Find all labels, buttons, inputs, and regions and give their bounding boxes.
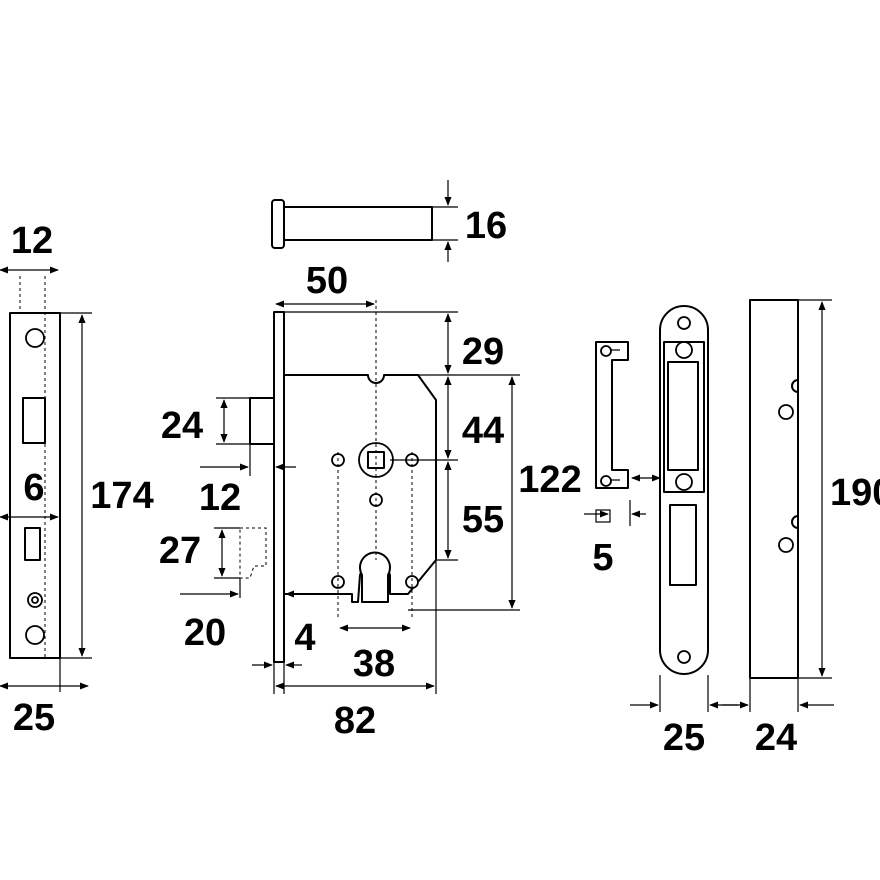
dim-centres: 55 (462, 499, 504, 541)
spindle (271, 199, 433, 249)
cylinder-keyhole-icon (359, 551, 391, 603)
latch-slot (22, 397, 46, 444)
forend-plate (9, 276, 61, 659)
dim-case-depth: 82 (334, 700, 376, 742)
dim-striker-box-width: 24 (755, 717, 797, 759)
strike-box (595, 341, 629, 489)
dim-forend-height: 174 (90, 475, 153, 517)
dim-latch-throw: 12 (199, 477, 241, 519)
striker-side-view (749, 299, 799, 679)
dim-backset: 50 (306, 260, 348, 302)
dim-case-height: 122 (518, 459, 581, 501)
bolt-slot (24, 527, 41, 561)
dim-top-clearance: 29 (462, 331, 504, 373)
screw-bottom-icon (25, 625, 45, 645)
deadbolt (239, 527, 267, 579)
dim-striker-depth: 5 (592, 537, 613, 579)
screw-top-icon (25, 328, 45, 348)
dim-forend-width: 25 (13, 697, 55, 739)
lock-case (239, 300, 437, 663)
latch-bolt (249, 397, 275, 445)
dim-faceplate-offset: 6 (23, 467, 44, 509)
dim-latch-height: 24 (161, 405, 203, 447)
dim-follower-to-top: 44 (462, 410, 504, 452)
dim-striker-width: 25 (663, 717, 705, 759)
dim-case-thickness: 4 (294, 617, 315, 659)
dim-spindle-length: 16 (465, 205, 507, 247)
striker-screw-top-icon (675, 341, 693, 359)
faceplate (273, 311, 285, 663)
dim-deadbolt-height: 27 (159, 530, 201, 572)
dim-deadbolt-throw: 20 (184, 612, 226, 654)
striker-screw-mid-icon (675, 473, 693, 491)
dim-striker-height: 190 (830, 472, 880, 514)
follower-icon (358, 442, 394, 478)
dim-faceplate-width: 12 (11, 220, 53, 262)
dim-cylinder-width: 38 (353, 643, 395, 685)
striker-plate (659, 305, 709, 675)
